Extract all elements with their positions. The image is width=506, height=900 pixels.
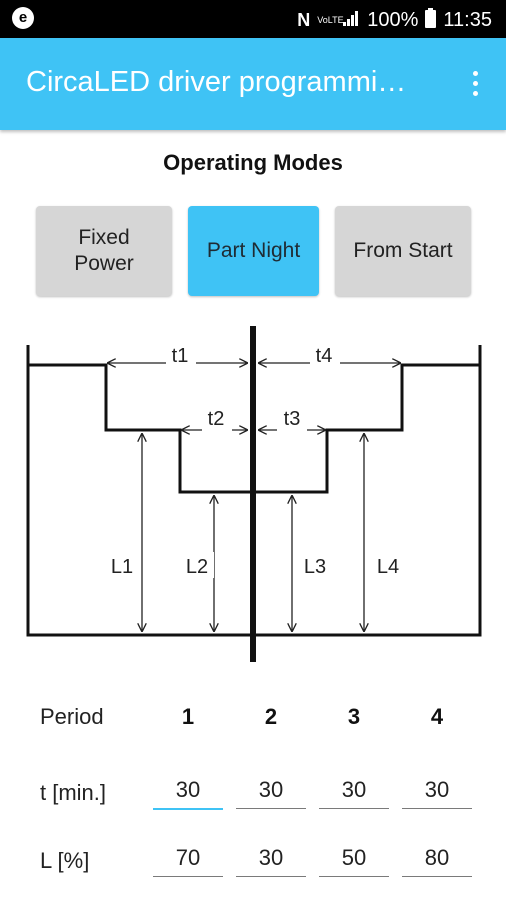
L1-label: L1 xyxy=(111,556,133,578)
L2-label: L2 xyxy=(186,556,208,578)
operating-modes-title: Operating Modes xyxy=(163,150,343,175)
t-min-label: t [min.] xyxy=(40,780,107,805)
part-night-button[interactable]: Part Night xyxy=(188,206,319,296)
overflow-menu-button[interactable] xyxy=(466,68,484,102)
L1-input[interactable] xyxy=(153,840,223,877)
l-percent-label: L [%] xyxy=(40,848,90,873)
period-4-header: 4 xyxy=(430,704,444,729)
app-bar: CircaLED driver programmi… xyxy=(0,38,506,130)
t3-label: t3 xyxy=(284,408,301,430)
part-night-label: Part Night xyxy=(206,239,301,263)
period-label: Period xyxy=(40,704,104,729)
t3-input[interactable] xyxy=(319,772,389,809)
volte-icon: VoLTE xyxy=(317,15,344,25)
from-start-button[interactable]: From Start xyxy=(335,206,471,296)
L4-label: L4 xyxy=(377,556,399,578)
fixed-power-button[interactable]: Fixed Power xyxy=(36,206,172,296)
part-night-diagram: t1 t4 t2 t3 L1 L2 L3 L4 xyxy=(26,326,482,662)
period-3-header: 3 xyxy=(347,704,361,729)
L3-label: L3 xyxy=(304,556,326,578)
battery-icon xyxy=(425,8,437,33)
more-vert-icon-dot xyxy=(472,81,478,86)
L2-input[interactable] xyxy=(236,840,306,877)
battery-percent: 100% xyxy=(367,9,419,31)
status-icons: N VoLTE 100% 11:35 xyxy=(297,8,492,33)
L3-input[interactable] xyxy=(319,840,389,877)
app-notification-icon: e xyxy=(12,7,34,29)
nfc-icon: N xyxy=(297,10,311,30)
period-1-header: 1 xyxy=(181,704,195,729)
more-vert-icon-dot xyxy=(472,91,478,96)
signal-icon xyxy=(342,9,360,32)
fixed-power-label: Fixed Power xyxy=(74,226,134,275)
t2-input[interactable] xyxy=(236,772,306,809)
t1-input[interactable] xyxy=(153,772,223,810)
status-bar: e N VoLTE 100% 11:35 xyxy=(0,0,506,38)
L4-input[interactable] xyxy=(402,840,472,877)
t4-input[interactable] xyxy=(402,772,472,809)
from-start-label: From Start xyxy=(353,239,453,263)
clock: 11:35 xyxy=(443,9,492,31)
t4-label: t4 xyxy=(316,345,333,367)
t1-label: t1 xyxy=(172,345,189,367)
period-2-header: 2 xyxy=(264,704,278,729)
t2-label: t2 xyxy=(208,408,225,430)
app-title: CircaLED driver programmi… xyxy=(26,66,407,98)
more-vert-icon xyxy=(472,71,478,76)
